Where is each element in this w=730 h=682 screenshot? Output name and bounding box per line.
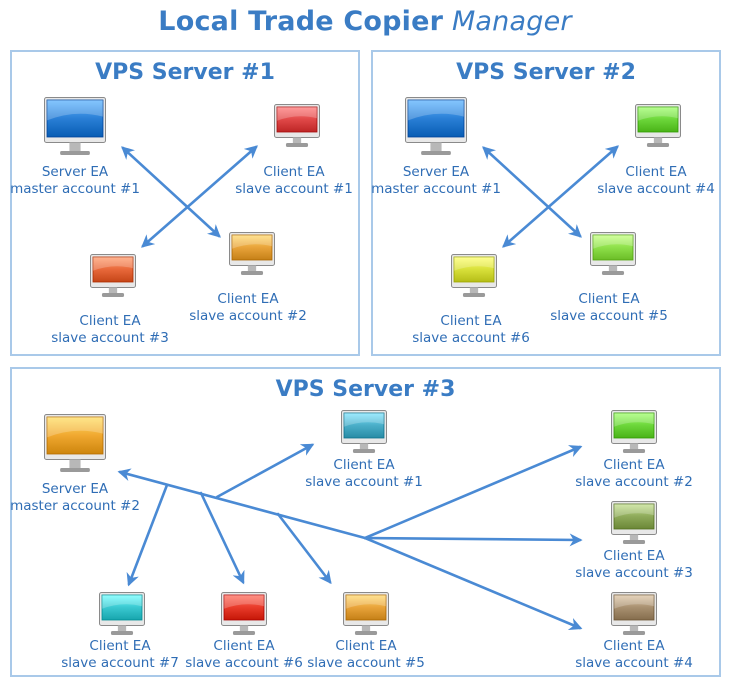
monitor-icon xyxy=(611,592,657,640)
node-account: slave account #5 xyxy=(550,308,668,324)
node-account: slave account #1 xyxy=(305,474,423,490)
node-role: Client EA xyxy=(578,291,640,307)
connection-line xyxy=(363,536,583,630)
title-main: Local Trade Copier xyxy=(158,6,444,37)
node-role: Client EA xyxy=(440,313,502,329)
node-role: Server EA xyxy=(402,164,470,180)
trunk-line xyxy=(117,468,367,540)
monitor-icon xyxy=(44,97,106,160)
connection-line xyxy=(363,445,583,540)
node-account: slave account #2 xyxy=(575,474,693,490)
connection-line xyxy=(276,512,332,585)
node-account: slave account #4 xyxy=(575,655,693,671)
monitor-icon xyxy=(343,592,389,640)
node-role: Client EA xyxy=(625,164,687,180)
node-account: master account #2 xyxy=(10,498,140,514)
node-account: slave account #3 xyxy=(51,330,169,346)
node-account: master account #1 xyxy=(10,181,140,197)
node-account: slave account #3 xyxy=(575,565,693,581)
node-account: slave account #2 xyxy=(189,308,307,324)
title-sub: Manager xyxy=(451,6,572,37)
monitor-icon xyxy=(44,414,106,477)
connection-line xyxy=(502,145,619,248)
node-role: Client EA xyxy=(263,164,325,180)
node-role: Client EA xyxy=(89,638,151,654)
node-account: slave account #7 xyxy=(61,655,179,671)
panel-title: VPS Server #3 xyxy=(275,377,456,402)
monitor-icon xyxy=(451,254,497,302)
node-account: slave account #4 xyxy=(597,181,715,197)
node-role: Client EA xyxy=(603,457,665,473)
connection-line xyxy=(363,533,583,547)
node-role: Client EA xyxy=(603,638,665,654)
monitor-icon xyxy=(229,232,275,280)
connection-line xyxy=(215,443,315,499)
page-title: Local Trade Copier Manager xyxy=(0,6,730,37)
connection-line xyxy=(126,483,169,587)
node-account: slave account #5 xyxy=(307,655,425,671)
panel-title: VPS Server #2 xyxy=(456,60,636,85)
node-account: slave account #6 xyxy=(412,330,530,346)
node-account: master account #1 xyxy=(371,181,501,197)
connection-line xyxy=(141,145,258,248)
node-account: slave account #1 xyxy=(235,181,353,197)
monitor-icon xyxy=(274,104,320,152)
monitor-icon xyxy=(590,232,636,280)
monitor-icon xyxy=(90,254,136,302)
node-role: Client EA xyxy=(335,638,397,654)
node-role: Client EA xyxy=(603,548,665,564)
node-role: Client EA xyxy=(217,291,279,307)
monitor-icon xyxy=(611,501,657,549)
node-role: Client EA xyxy=(333,457,395,473)
node-account: slave account #6 xyxy=(185,655,303,671)
monitor-icon xyxy=(405,97,467,160)
monitor-icon xyxy=(341,410,387,458)
monitor-icon xyxy=(221,592,267,640)
panel-title: VPS Server #1 xyxy=(95,60,275,85)
monitor-icon xyxy=(99,592,145,640)
node-role: Server EA xyxy=(41,481,109,497)
monitor-icon xyxy=(611,410,657,458)
node-role: Client EA xyxy=(213,638,275,654)
monitor-icon xyxy=(635,104,681,152)
connection-line xyxy=(199,491,245,585)
node-role: Server EA xyxy=(41,164,109,180)
node-role: Client EA xyxy=(79,313,141,329)
